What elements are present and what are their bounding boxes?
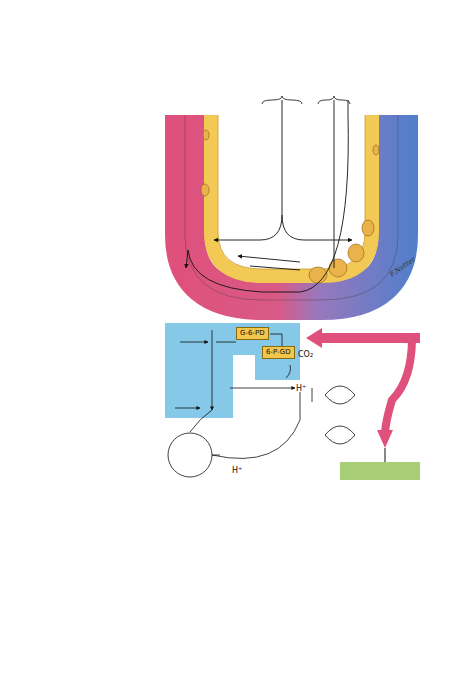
green-bar	[340, 462, 420, 480]
cell-panel	[165, 323, 300, 418]
enzyme-box: 6-P-GD	[262, 346, 295, 359]
chemical-label: H⁺	[232, 466, 242, 476]
enzyme-label: 6-P-GD	[266, 348, 291, 357]
enzyme-label: G-6-PD	[240, 329, 265, 338]
chemical-label: CO₂	[298, 350, 313, 360]
enzyme-box: G-6-PD	[236, 327, 269, 340]
cells	[201, 130, 379, 283]
vessel	[185, 115, 398, 300]
chemical-label: H⁺	[296, 384, 306, 394]
